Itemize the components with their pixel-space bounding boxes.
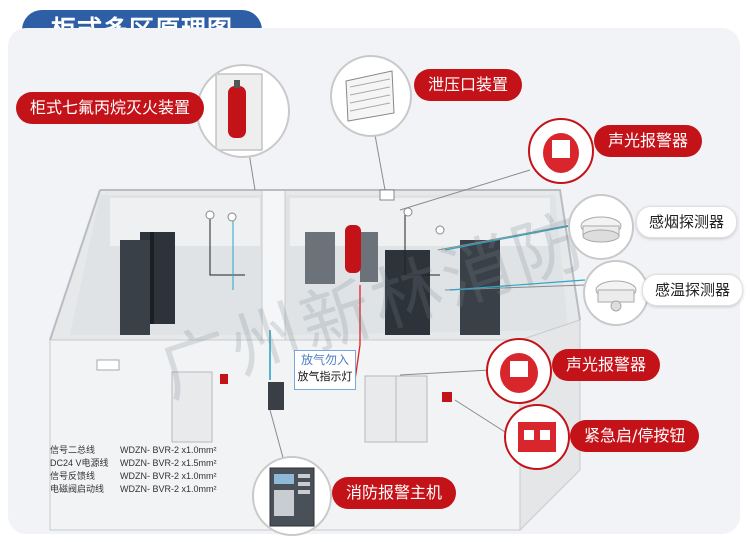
wire-name: DC24 V电源线 (50, 458, 109, 468)
relief-vent-small (379, 189, 395, 201)
sound-light-alarm-mid-icon (500, 353, 538, 393)
sound-light-alarm-icon (543, 133, 579, 173)
ceiling-detector-4 (435, 225, 445, 235)
wiring-row: DC24 V电源线 WDZN- BVR-2 x1.5mm² (50, 457, 217, 470)
heat-detector-callout (583, 260, 649, 326)
wiring-row: 信号反馈线 WDZN- BVR-2 x1.0mm² (50, 470, 217, 483)
ceiling-detector-2 (227, 212, 237, 222)
vent-icon (345, 70, 395, 122)
wall-button (442, 392, 452, 402)
wiring-legend: 信号二总线 WDZN- BVR-2 x1.0mm² DC24 V电源线 WDZN- … (50, 444, 217, 496)
wall-alarm (220, 374, 228, 384)
left-server-racks (120, 232, 175, 335)
fire-alarm-host-callout (252, 456, 332, 536)
wire-name: 电磁阀启动线 (50, 484, 105, 494)
alarm-host-icon (269, 467, 315, 527)
wall-control-box (268, 382, 284, 410)
fire-alarm-host-label: 消防报警主机 (332, 477, 457, 509)
discharge-indicator-sign: 放气勿入 放气指示灯 (294, 350, 356, 390)
emergency-button-callout (504, 404, 570, 470)
cabinet-extinguisher-callout (196, 64, 290, 158)
smoke-detector-callout (568, 194, 634, 260)
wire-spec: WDZN- BVR-2 x1.5mm² (120, 458, 217, 468)
cabinet-extinguisher-icon (215, 73, 263, 151)
room-cylinder (345, 225, 361, 273)
wall-light (96, 359, 120, 371)
left-door (171, 371, 213, 443)
alarm-top-callout (528, 118, 594, 184)
pressure-relief-label: 泄压口装置 (414, 69, 523, 101)
wiring-row: 电磁阀启动线 WDZN- BVR-2 x1.0mm² (50, 483, 217, 496)
wire-name: 信号反馈线 (50, 471, 96, 481)
pressure-relief-callout (330, 55, 412, 137)
wiring-row: 信号二总线 WDZN- BVR-2 x1.0mm² (50, 444, 217, 457)
left-back-wall (110, 198, 260, 246)
leader-lines (244, 127, 586, 466)
heat-detector-icon (595, 280, 637, 312)
alarm-mid-callout (486, 338, 552, 404)
cabinet-extinguisher-label: 柜式七氟丙烷灭火装置 (16, 92, 205, 124)
smoke-detector-label: 感烟探测器 (636, 206, 738, 238)
wire-spec: WDZN- BVR-2 x1.0mm² (120, 445, 217, 455)
emergency-button-icon (518, 422, 556, 452)
wire-spec: WDZN- BVR-2 x1.0mm² (120, 471, 217, 481)
ceiling-detector-3 (403, 207, 413, 217)
discharge-sign-line1: 放气勿入 (300, 353, 349, 367)
discharge-sign-line2: 放气指示灯 (297, 370, 353, 383)
ceiling-detector-1 (205, 210, 215, 220)
smoke-detector-icon (580, 216, 622, 243)
wire-name: 信号二总线 (50, 445, 96, 455)
alarm-mid-label: 声光报警器 (552, 349, 661, 381)
alarm-top-label: 声光报警器 (594, 125, 703, 157)
wire-spec: WDZN- BVR-2 x1.0mm² (120, 484, 217, 494)
emergency-button-label: 紧急启/停按钮 (570, 420, 700, 452)
heat-detector-label: 感温探测器 (642, 274, 744, 306)
